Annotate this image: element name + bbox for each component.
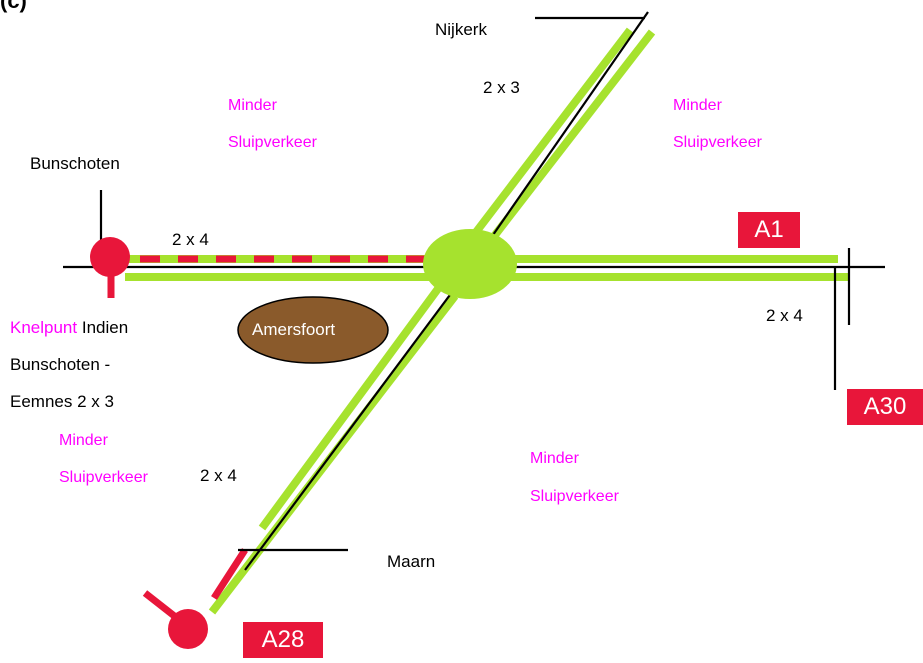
minder-nw-line1: Minder: [228, 97, 277, 114]
knelpunt-keyword: Knelpunt: [10, 318, 78, 337]
minder-w-line1: Minder: [59, 432, 108, 449]
knelpunt-line1: Knelpunt Indien: [10, 318, 128, 338]
badge-a28: A28: [243, 622, 323, 658]
road-band-nijkerk-1: [466, 27, 634, 243]
knelpunt-line2: Bunschoten -: [10, 355, 111, 374]
label-lanes-east: 2 x 4: [766, 306, 803, 325]
road-band-nijkerk-2: [481, 29, 656, 251]
minder-nw-line2: Sluipverkeer: [228, 134, 317, 151]
minder-se-line2: Sluipverkeer: [530, 488, 619, 505]
road-segment-red-a28: [211, 548, 248, 600]
label-bunschoten: Bunschoten: [30, 154, 120, 173]
bottleneck-node-a28: [168, 609, 208, 649]
bottleneck-node-bunschoten: [90, 237, 130, 277]
label-nijkerk: Nijkerk: [435, 20, 487, 39]
label-lanes-north: 2 x 3: [483, 78, 520, 97]
minder-ne-line1: Minder: [673, 97, 722, 114]
knelpunt-rest: Indien: [77, 318, 129, 337]
minder-ne-line2: Sluipverkeer: [673, 134, 762, 151]
panel-label: (c): [0, 0, 27, 13]
centre-line-southwest: [244, 267, 471, 571]
green-road-bands: [125, 27, 850, 615]
badge-a30: A30: [847, 389, 923, 425]
minder-w-line2: Sluipverkeer: [59, 469, 148, 486]
label-maarn: Maarn: [387, 552, 436, 571]
badge-a1: A1: [738, 212, 800, 248]
road-band-a28-2: [258, 283, 444, 531]
label-amersfoort: Amersfoort: [252, 320, 336, 339]
label-lanes-southwest: 2 x 4: [200, 466, 237, 485]
minder-se-line1: Minder: [530, 450, 579, 467]
knelpunt-line3: Eemnes 2 x 3: [10, 392, 114, 411]
centre-line-northeast: [469, 11, 649, 269]
city-amersfoort-shape: [237, 296, 389, 364]
junction-amersfoort-node: [423, 229, 517, 299]
label-lanes-west: 2 x 4: [172, 230, 209, 249]
